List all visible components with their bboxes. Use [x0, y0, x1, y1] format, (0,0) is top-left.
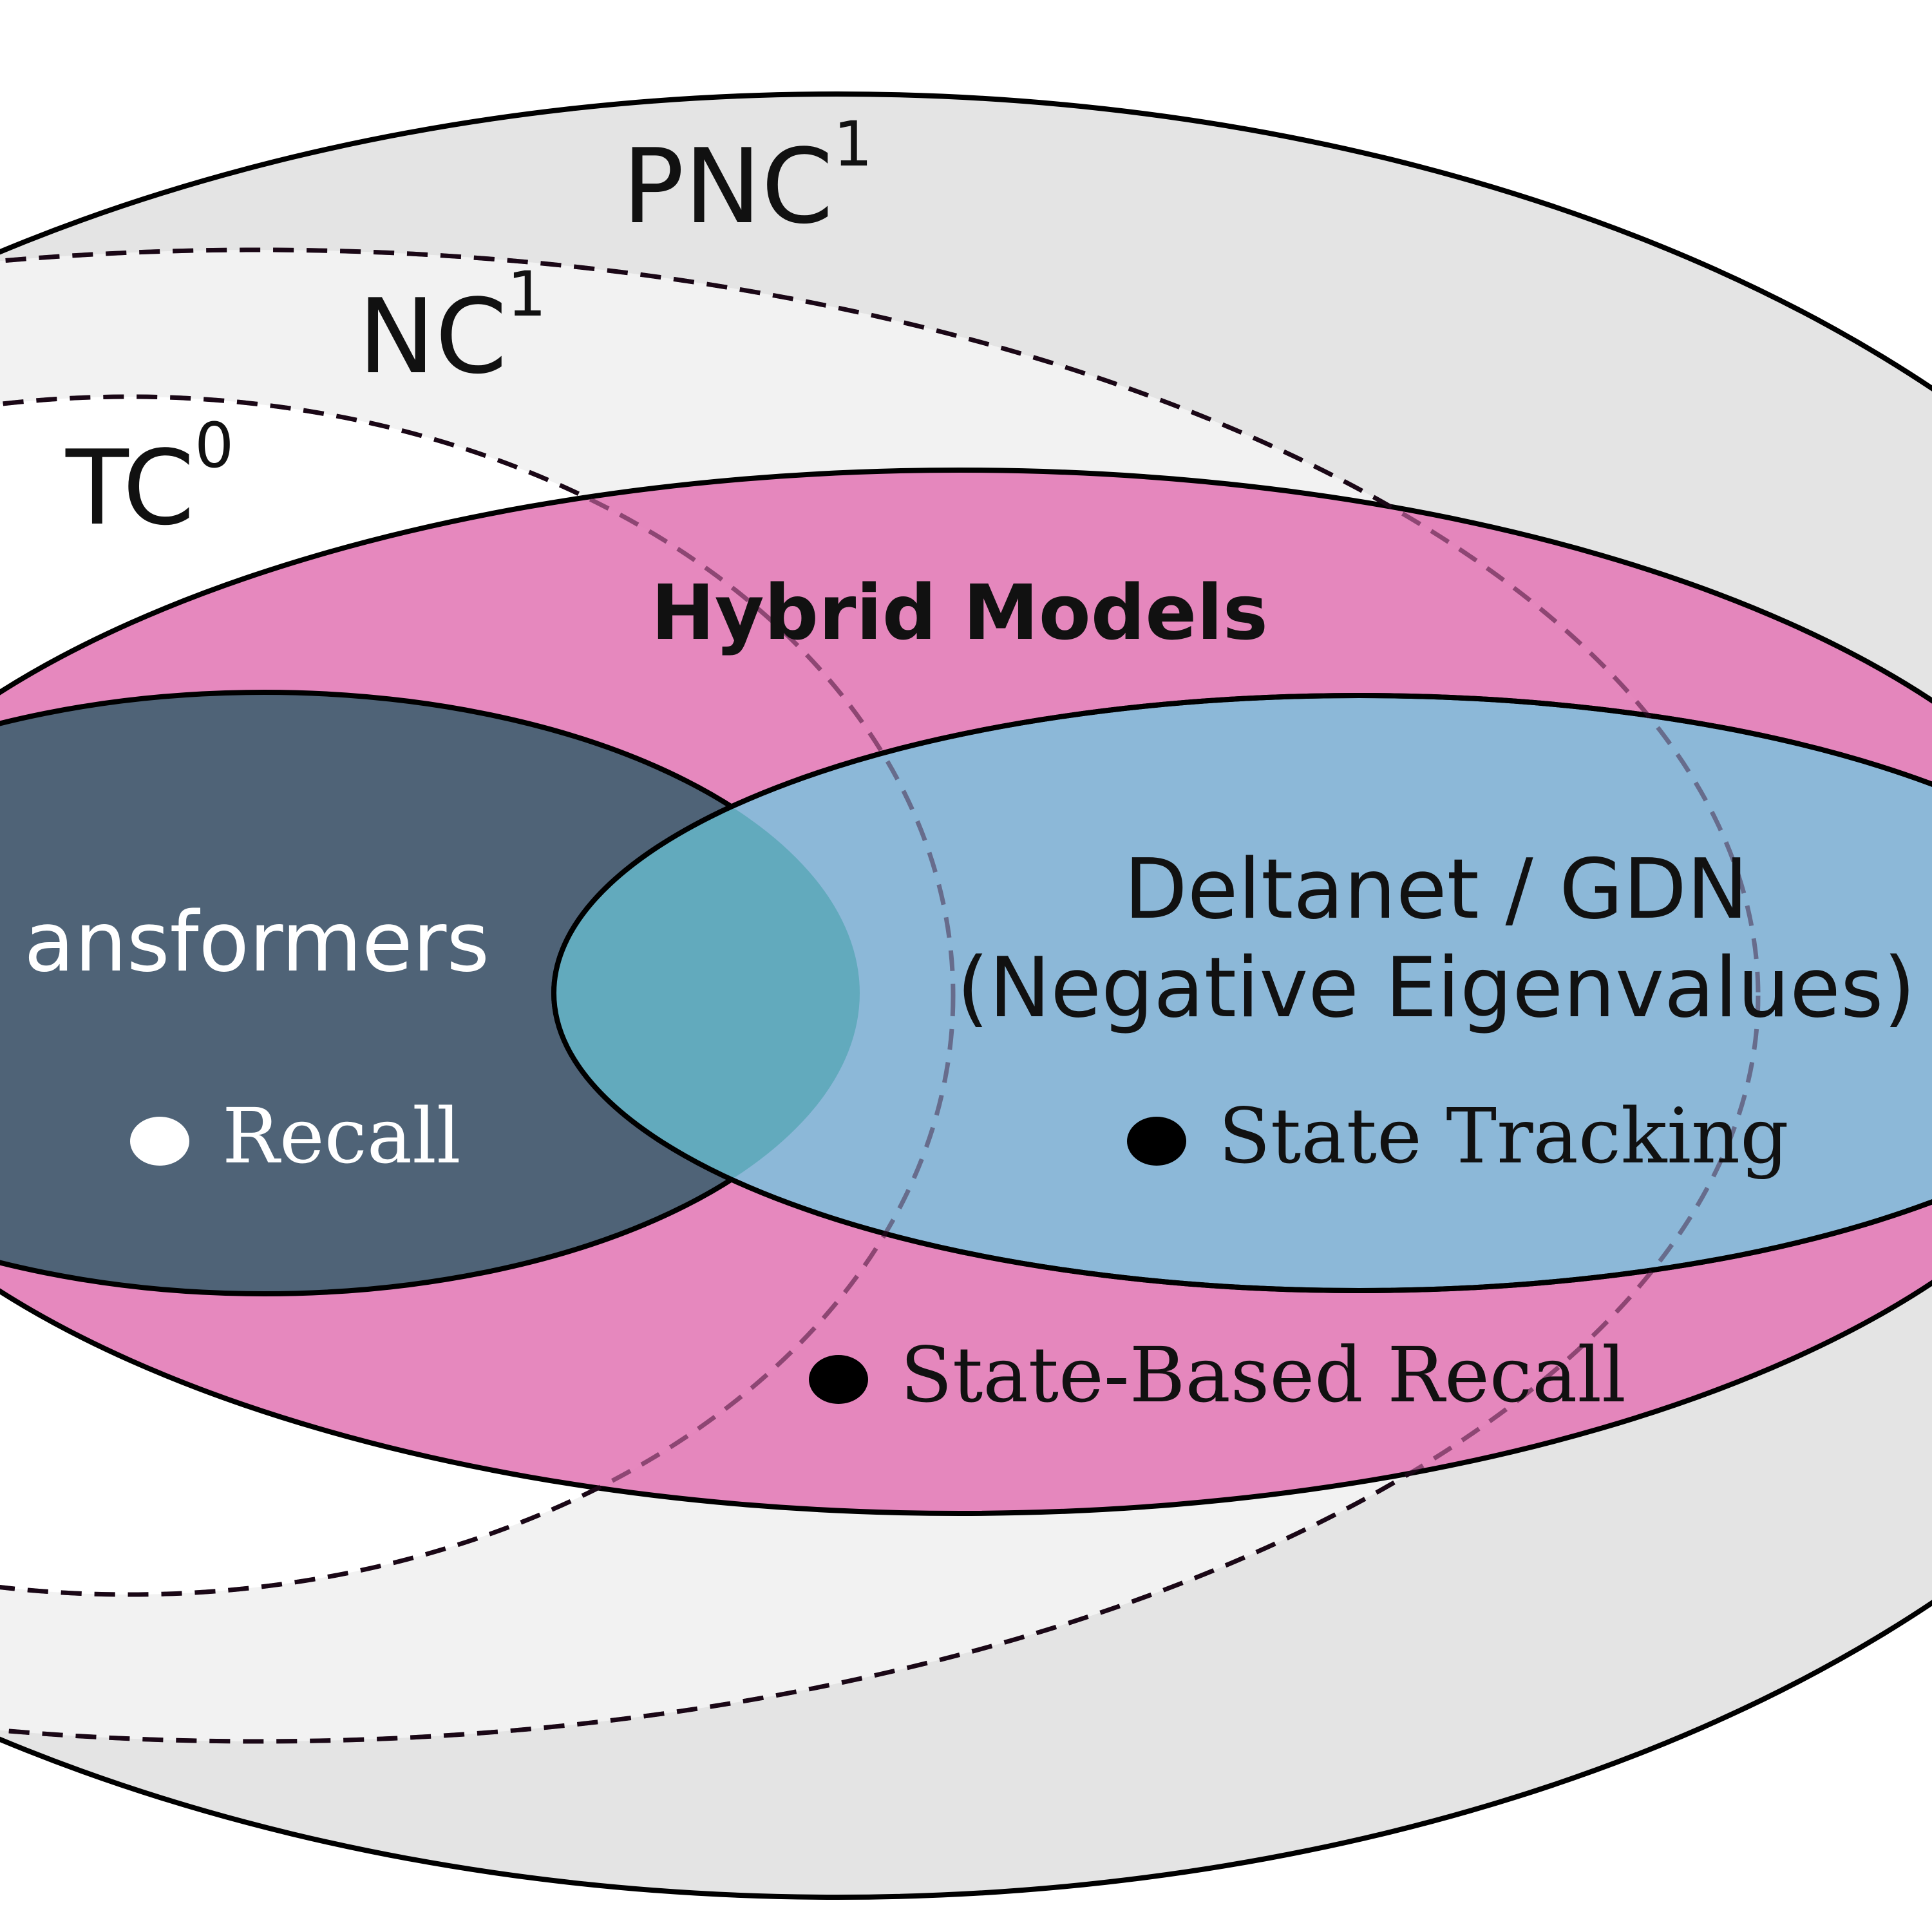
pnc1-label-sup: 1 — [833, 108, 873, 180]
deltanet-label-line2: (Negative Eigenvalues) — [957, 940, 1916, 1036]
nc1-label-base: NC — [358, 276, 507, 397]
nc1-boundary-overlay — [0, 247, 1760, 1744]
state-based-recall-label: State-Based Recall — [900, 1331, 1626, 1419]
deltanet-boundary — [551, 693, 1932, 1293]
tc0-label: TC0 — [65, 410, 234, 548]
pnc1-label: PNC1 — [622, 108, 873, 247]
state-tracking-label: State Tracking — [1218, 1092, 1789, 1180]
hybrid-models-label: Hybrid Models — [651, 568, 1268, 657]
state-tracking-marker — [1127, 1117, 1186, 1166]
deltanet-label-line1: Deltanet / GDN — [1124, 842, 1748, 938]
tc0-boundary-overlay — [0, 394, 956, 1597]
nc1-label-sup: 1 — [507, 258, 546, 330]
recall-label: Recall — [222, 1092, 461, 1180]
transformers-label: ansformers — [24, 895, 489, 990]
tc0-label-sup: 0 — [194, 410, 234, 482]
recall-marker — [130, 1117, 189, 1166]
state-based-recall-marker — [809, 1355, 868, 1404]
pnc1-label-base: PNC — [622, 126, 833, 247]
nc1-label: NC1 — [358, 258, 546, 397]
tc0-label-base: TC — [65, 428, 194, 548]
